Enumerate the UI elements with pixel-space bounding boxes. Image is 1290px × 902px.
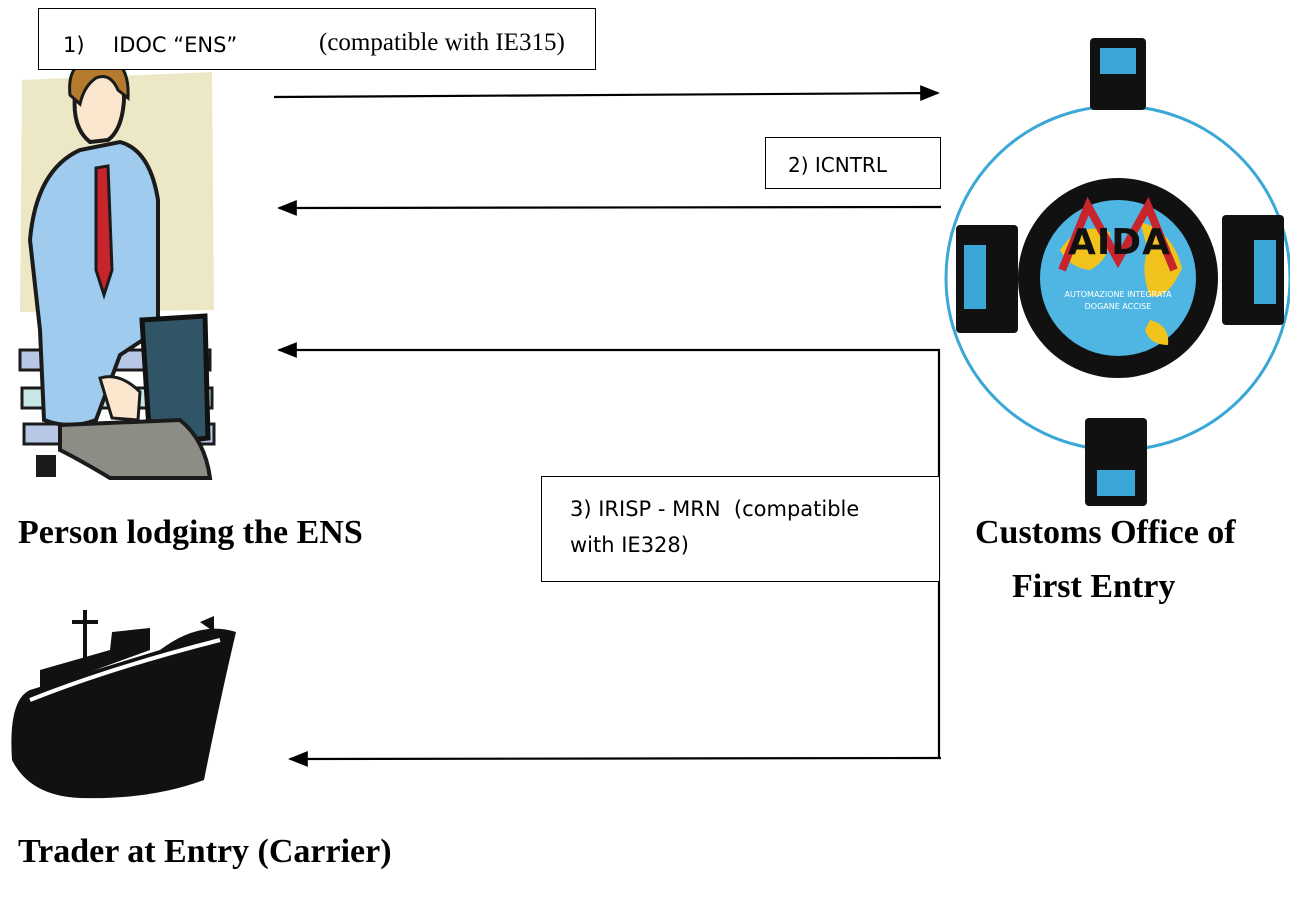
message-number: 1) xyxy=(63,33,85,57)
actor-label-customs-line1: Customs Office of xyxy=(975,514,1236,551)
logo-letters: AIDA xyxy=(1068,222,1171,263)
arrow-irisp-person xyxy=(277,342,941,757)
logo-bridge xyxy=(1058,196,1178,272)
person-tie xyxy=(94,164,114,300)
message-label-idoc: IDOC “ENS” xyxy=(113,33,244,57)
message-box-irisp-mrn: 3) IRISP - MRN (compatible with IE328) xyxy=(541,476,940,582)
ship-superstructure xyxy=(40,628,150,690)
message-label-irisp-line2: with IE328) xyxy=(570,533,689,557)
message-label-compat-ie315: (compatible with IE315) xyxy=(319,29,565,56)
actor-label-customs-line2: First Entry xyxy=(1012,568,1176,605)
laptop xyxy=(139,313,211,448)
actor-label-person: Person lodging the ENS xyxy=(18,514,363,551)
message-box-idoc-ens: 1) IDOC “ENS” (compatible with IE315) xyxy=(38,8,596,70)
terminal-top-screen xyxy=(1100,48,1136,74)
message-box-icntrl: 2) ICNTRL xyxy=(765,137,941,189)
logo-text-line1: AUTOMAZIONE INTEGRATA xyxy=(1064,290,1172,299)
person-hand xyxy=(98,375,142,422)
message-label-irisp-line1: 3) IRISP - MRN (compatible xyxy=(570,497,860,521)
terminal-left-screen xyxy=(964,245,986,309)
globe-land xyxy=(1060,222,1182,345)
logo-text-line2: DOGANE ACCISE xyxy=(1084,302,1152,311)
ship-deck-stripe xyxy=(29,638,221,702)
arrow-icntrl xyxy=(277,200,942,216)
ship-hull xyxy=(11,628,237,799)
terminal-right-screen xyxy=(1254,240,1276,304)
terminal-bottom-screen xyxy=(1097,470,1135,496)
actor-label-trader: Trader at Entry (Carrier) xyxy=(18,833,392,870)
arrow-irisp-carrier xyxy=(288,751,942,767)
arrow-idoc-ens xyxy=(273,85,940,102)
message-label-icntrl: 2) ICNTRL xyxy=(788,153,887,177)
person-legs xyxy=(58,417,213,480)
ship-flag xyxy=(200,616,214,632)
